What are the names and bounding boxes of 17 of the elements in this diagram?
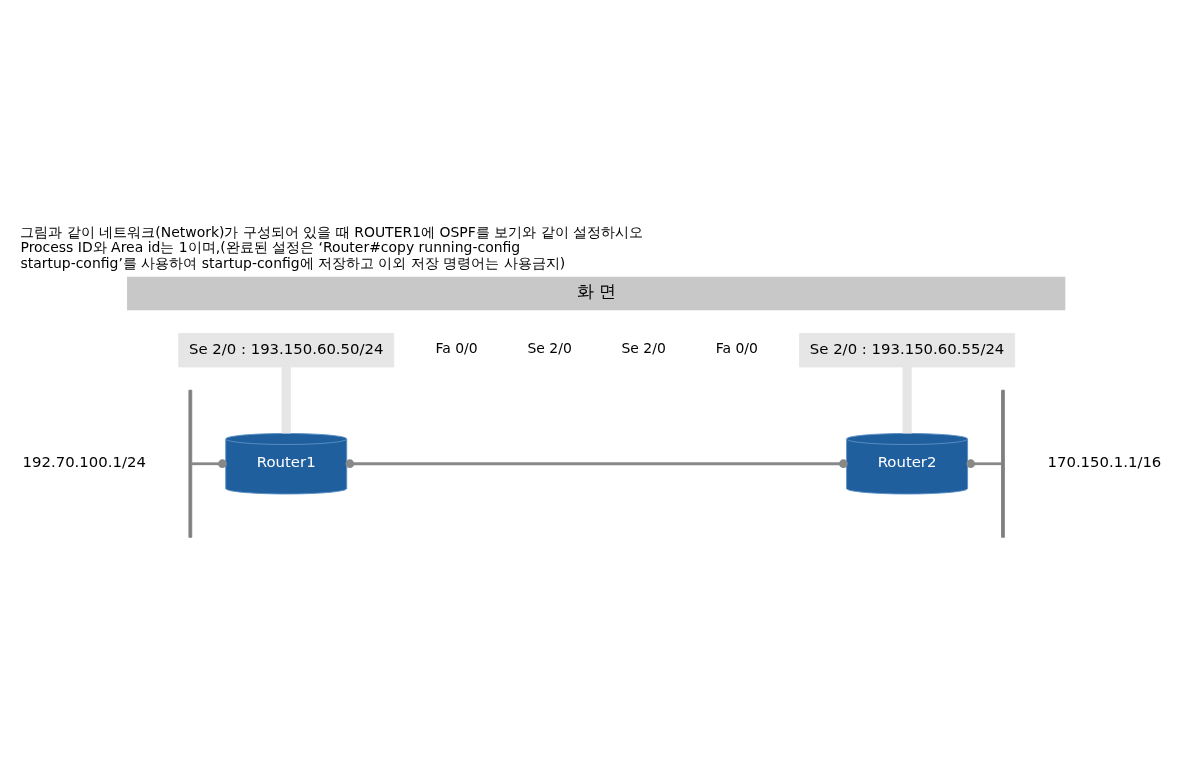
diagram-title: 그림과 같이 네트워크(Network)가 구성되어 있을 때 ROUTER1에 OSPF를 보기와 같이 설정하시오 Process ID와 Area id는 1이며,(완료된 설정은 ‘Router#copy running-config startup-config’를 사용하여 startup-config에 저장하고 이외 저장 명령어는 사용금지) xyxy=(20,223,644,271)
label: Se 2/0 xyxy=(621,339,666,356)
label: Fa 0/0 xyxy=(435,339,478,356)
node-box: Se 2/0 : 193.150.60.55/24 xyxy=(799,332,1016,367)
node-label: 192.70.100.1/24 xyxy=(22,452,146,471)
connector xyxy=(281,366,291,433)
label: 화 면 xyxy=(576,280,616,301)
node-box: Se 2/0 : 193.150.60.50/24 xyxy=(178,332,395,367)
node-label: 170.150.1.1/16 xyxy=(1047,452,1162,471)
connector xyxy=(902,366,912,433)
connector xyxy=(966,458,1002,468)
label: Se 2/0 xyxy=(527,339,572,356)
label: Fa 0/0 xyxy=(715,339,758,356)
node-bar xyxy=(1001,389,1005,538)
connector xyxy=(191,458,227,468)
node-bar xyxy=(188,389,193,538)
connector xyxy=(345,458,848,468)
